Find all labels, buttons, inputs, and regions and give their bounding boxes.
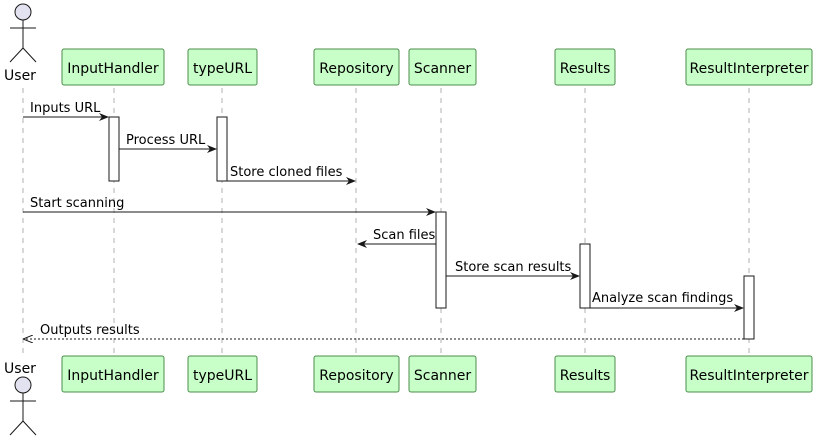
participant-box-scanner-bottom[interactable] <box>408 355 477 393</box>
participant-label-results-bottom: Results <box>560 368 611 384</box>
participant-label-inputhandler: InputHandler <box>67 61 159 77</box>
message-label-scan-files: Scan files <box>373 228 436 243</box>
activation-inputhandler <box>108 116 120 182</box>
participant-box-results-bottom[interactable] <box>554 355 616 393</box>
messages: Inputs URL Process URL Store cloned file… <box>23 101 744 339</box>
activation-results <box>579 243 591 309</box>
message-label-store-scan-results: Store scan results <box>455 260 572 275</box>
participant-box-resultinterpreter-bottom[interactable] <box>685 355 813 393</box>
actor-label-user: User <box>4 68 36 84</box>
participant-box-typeurl[interactable] <box>187 48 258 86</box>
participant-box-resultinterpreter[interactable] <box>685 48 813 86</box>
participant-label-typeurl: typeURL <box>193 61 252 77</box>
participant-label-repository-bottom: Repository <box>319 368 393 384</box>
message-label-process-url: Process URL <box>126 133 206 148</box>
participants-top: InputHandler typeURL Repository Scanner … <box>61 48 813 86</box>
participant-box-typeurl-bottom[interactable] <box>187 355 258 393</box>
message-label-analyze-scan-findings: Analyze scan findings <box>592 291 733 306</box>
activation-scanner <box>435 211 447 309</box>
participant-label-repository: Repository <box>319 61 393 77</box>
participant-label-inputhandler-bottom: InputHandler <box>67 368 159 384</box>
message-label-inputs-url: Inputs URL <box>30 101 101 116</box>
participant-box-inputhandler-bottom[interactable] <box>61 355 165 393</box>
message-label-start-scanning: Start scanning <box>30 196 124 211</box>
participant-label-typeurl-bottom: typeURL <box>193 368 252 384</box>
participant-label-scanner: Scanner <box>414 61 472 77</box>
participant-box-repository[interactable] <box>313 48 400 86</box>
lifelines <box>22 88 750 357</box>
participants-bottom: InputHandler typeURL Repository Scanner … <box>61 355 813 393</box>
participant-box-scanner[interactable] <box>408 48 477 86</box>
actor-user-top[interactable]: User <box>4 3 37 84</box>
participant-box-inputhandler[interactable] <box>61 48 165 86</box>
participant-box-repository-bottom[interactable] <box>313 355 400 393</box>
participant-label-scanner-bottom: Scanner <box>414 368 472 384</box>
activation-resultinterpreter <box>743 275 755 340</box>
activations <box>108 116 755 340</box>
actor-user-bottom[interactable]: User <box>4 361 37 436</box>
participant-label-resultinterpreter: ResultInterpreter <box>690 61 809 77</box>
activation-typeurl <box>216 116 228 182</box>
actor-icon-bottom <box>9 376 37 436</box>
message-label-outputs-results: Outputs results <box>40 323 140 338</box>
participant-label-resultinterpreter-bottom: ResultInterpreter <box>690 368 809 384</box>
actor-label-user-bottom: User <box>4 361 36 377</box>
participant-box-results[interactable] <box>554 48 616 86</box>
actor-icon <box>9 3 37 63</box>
participant-label-results: Results <box>560 61 611 77</box>
message-label-store-cloned-files: Store cloned files <box>230 165 343 180</box>
